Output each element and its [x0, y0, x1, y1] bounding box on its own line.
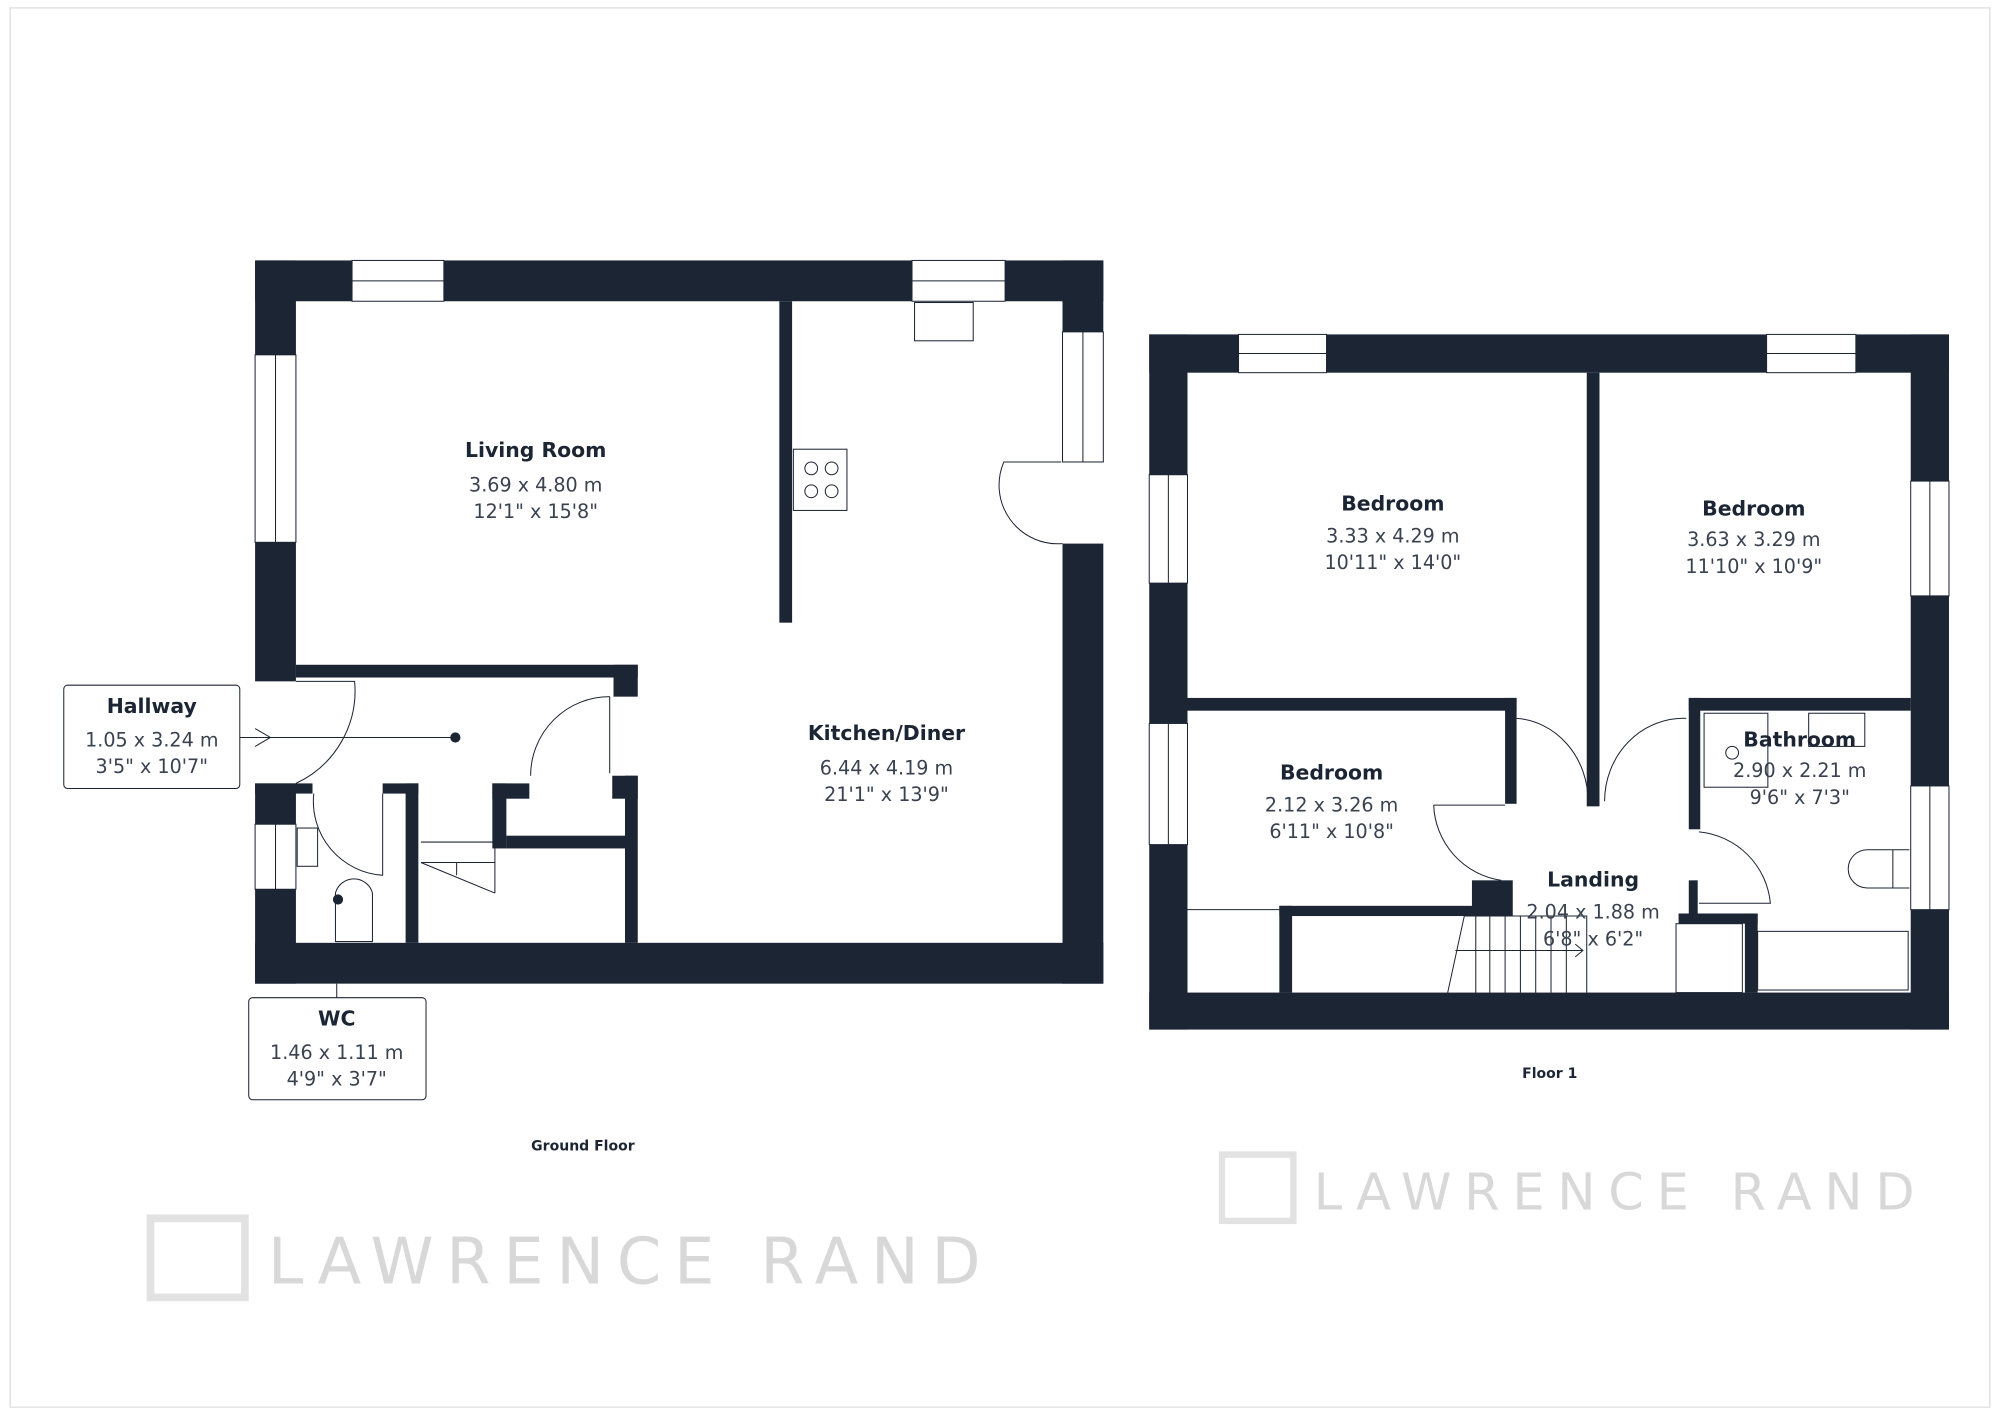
room-living-room: Living Room 3.69 x 4.80 m 12'1" x 15'8": [465, 438, 606, 523]
room-landing: Landing 2.04 x 1.88 m 6'8" x 6'2": [1526, 868, 1659, 951]
room-wc-label: WC 1.46 x 1.11 m 4'9" x 3'7": [248, 997, 427, 1101]
bath-icon: [1757, 930, 1909, 991]
floor-label-floor-1: Floor 1: [1522, 1066, 1577, 1082]
arrow-icon: [254, 728, 272, 747]
floor-1-plan: Bedroom 3.33 x 4.29 m 10'11" x 14'0" Bed…: [1148, 333, 1950, 1082]
door: [1433, 804, 1506, 881]
door: [312, 793, 384, 876]
svg-text:LAWRENCE RAND: LAWRENCE RAND: [1314, 1163, 1928, 1222]
watermark-floor1: LAWRENCE RAND: [1218, 1151, 1928, 1225]
svg-text:6'11" x 10'8": 6'11" x 10'8": [1269, 820, 1394, 843]
svg-text:Living Room: Living Room: [465, 438, 606, 462]
svg-text:6.44 x 4.19 m: 6.44 x 4.19 m: [820, 756, 953, 779]
svg-text:3.63 x 3.29 m: 3.63 x 3.29 m: [1687, 528, 1820, 551]
door: [998, 461, 1063, 545]
svg-text:LAWRENCE RAND: LAWRENCE RAND: [268, 1225, 994, 1299]
svg-text:1.05 x 3.24 m: 1.05 x 3.24 m: [85, 728, 218, 751]
door: [1516, 717, 1589, 802]
stairs: [1447, 915, 1588, 993]
svg-text:Landing: Landing: [1547, 868, 1639, 892]
basin-icon: [1808, 712, 1866, 747]
watermark-ground: LAWRENCE RAND: [146, 1214, 994, 1302]
svg-text:6'8" x 6'2": 6'8" x 6'2": [1543, 927, 1643, 950]
hob-icon: [792, 448, 848, 511]
svg-text:Bedroom: Bedroom: [1702, 497, 1805, 521]
page-border: [9, 7, 1991, 1408]
svg-text:2.12 x 3.26 m: 2.12 x 3.26 m: [1265, 793, 1398, 816]
svg-text:3'5" x 10'7": 3'5" x 10'7": [96, 755, 208, 778]
room-bedroom-2: Bedroom 3.63 x 3.29 m 11'10" x 10'9": [1685, 497, 1822, 578]
svg-text:Kitchen/Diner: Kitchen/Diner: [808, 721, 965, 745]
room-bedroom-3: Bedroom 2.12 x 3.26 m 6'11" x 10'8": [1265, 761, 1398, 844]
shower-icon: [1703, 712, 1769, 788]
door: [530, 696, 611, 776]
basin-icon: [296, 827, 319, 867]
svg-text:21'1" x 13'9": 21'1" x 13'9": [824, 783, 949, 806]
floor-label-ground: Ground Floor: [531, 1139, 635, 1155]
stairs: [420, 841, 496, 894]
room-bedroom-1: Bedroom 3.33 x 4.29 m 10'11" x 14'0": [1324, 491, 1461, 574]
svg-text:1.46 x 1.11 m: 1.46 x 1.11 m: [270, 1041, 403, 1064]
svg-text:3.33 x 4.29 m: 3.33 x 4.29 m: [1326, 524, 1459, 547]
svg-text:2.04 x 1.88 m: 2.04 x 1.88 m: [1526, 901, 1659, 924]
svg-text:9'6" x 7'3": 9'6" x 7'3": [1750, 786, 1850, 809]
door: [1698, 831, 1771, 904]
svg-text:Hallway: Hallway: [107, 694, 197, 718]
svg-text:11'10" x 10'9": 11'10" x 10'9": [1685, 555, 1822, 578]
room-kitchen-diner: Kitchen/Diner 6.44 x 4.19 m 21'1" x 13'9…: [808, 721, 965, 806]
door: [1604, 717, 1687, 802]
svg-text:Bedroom: Bedroom: [1280, 761, 1383, 785]
door: [295, 680, 356, 784]
svg-text:4'9" x 3'7": 4'9" x 3'7": [287, 1068, 387, 1091]
toilet-icon: [1847, 849, 1910, 889]
svg-text:WC: WC: [318, 1007, 355, 1031]
room-bathroom: Bathroom 2.90 x 2.21 m 9'6" x 7'3": [1733, 727, 1866, 808]
svg-text:2.90 x 2.21 m: 2.90 x 2.21 m: [1733, 759, 1866, 782]
svg-text:12'1" x 15'8": 12'1" x 15'8": [473, 500, 598, 523]
svg-text:3.69 x 4.80 m: 3.69 x 4.80 m: [469, 473, 602, 496]
svg-text:Bathroom: Bathroom: [1743, 727, 1856, 751]
toilet-icon: [334, 878, 373, 943]
room-hallway-label: Hallway 1.05 x 3.24 m 3'5" x 10'7": [63, 684, 241, 790]
sink-icon: [914, 302, 974, 342]
svg-text:10'11" x 14'0": 10'11" x 14'0": [1324, 551, 1461, 574]
svg-text:Bedroom: Bedroom: [1341, 491, 1444, 515]
ground-floor-plan: Living Room 3.69 x 4.80 m 12'1" x 15'8" …: [63, 259, 1104, 1155]
